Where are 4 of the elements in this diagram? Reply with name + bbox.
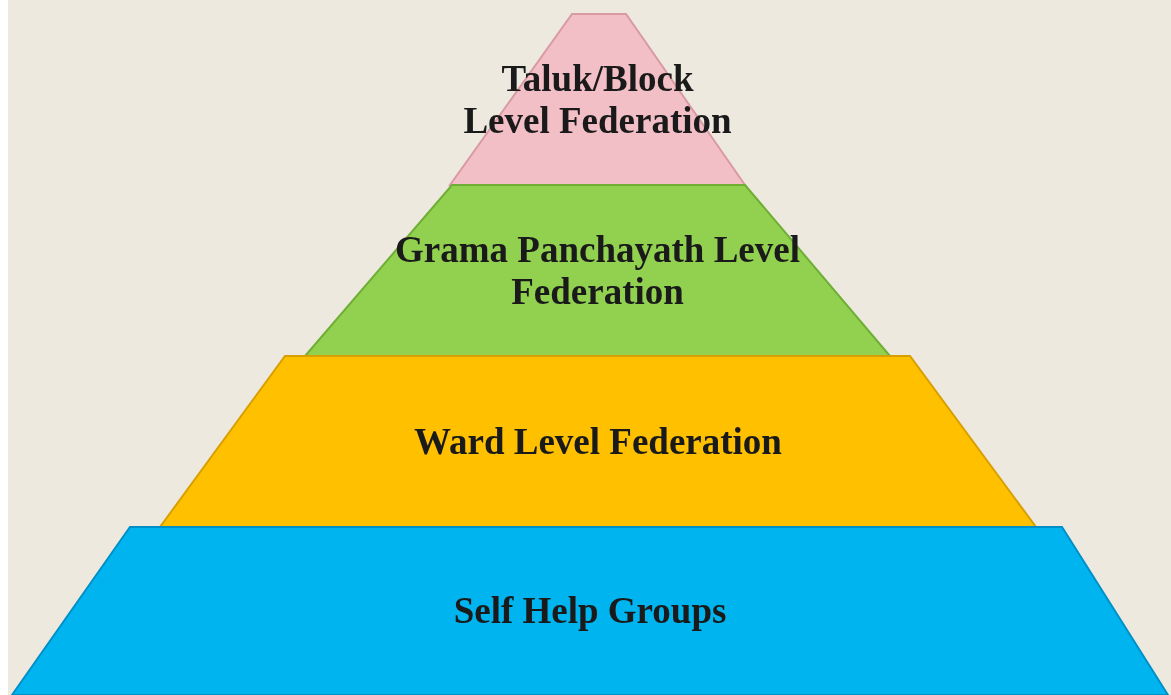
tier-label: Grama Panchayath Level Federation xyxy=(394,228,801,313)
tier-label: Taluk/Block Level Federation xyxy=(462,57,733,142)
tier-label: Self Help Groups xyxy=(452,590,728,632)
tier-label: Ward Level Federation xyxy=(413,420,783,463)
